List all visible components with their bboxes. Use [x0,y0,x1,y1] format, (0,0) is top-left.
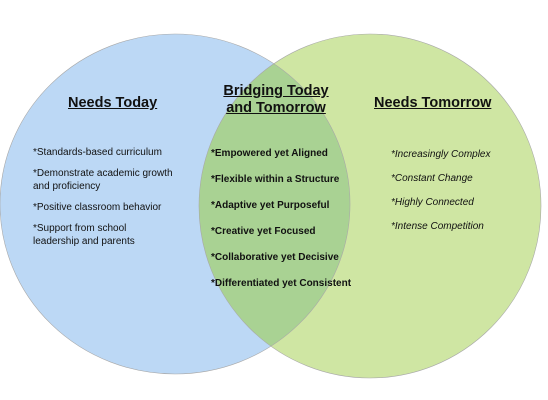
list-item: *Constant Change [391,173,473,184]
right-circle-outline [198,33,542,379]
left-circle-outline [0,33,351,375]
needs-tomorrow-heading: Needs Tomorrow [374,95,492,111]
list-item: *Increasingly Complex [391,149,491,160]
bridging-heading-line1: Bridging Today [223,83,329,99]
needs-today-heading: Needs Today [68,95,158,111]
list-item: *Collaborative yet Decisive [211,252,339,263]
bridging-list: *Empowered yet Aligned *Flexible within … [211,147,361,303]
list-item: *Support from school leadership and pare… [33,223,135,247]
list-item: *Intense Competition [391,221,484,232]
list-item: *Positive classroom behavior [33,202,162,213]
bridging-heading: Bridging Today and Tomorrow [218,83,334,117]
list-item: *Highly Connected [391,197,474,208]
list-item: *Flexible within a Structure [211,174,340,185]
list-item: *Standards-based curriculum [33,147,162,158]
overlap-region [199,34,350,374]
list-item: *Demonstrate academic growth and profici… [33,168,173,192]
list-item: *Adaptive yet Purposeful [211,200,330,211]
bridging-heading-line2: and Tomorrow [226,100,326,116]
list-item: *Empowered yet Aligned [211,148,328,159]
needs-tomorrow-list: *Increasingly Complex *Constant Change *… [391,148,521,244]
list-item: *Creative yet Focused [211,226,316,237]
list-item: *Differentiated yet Consistent [211,278,352,289]
needs-today-list: *Standards-based curriculum *Demonstrate… [33,146,173,256]
